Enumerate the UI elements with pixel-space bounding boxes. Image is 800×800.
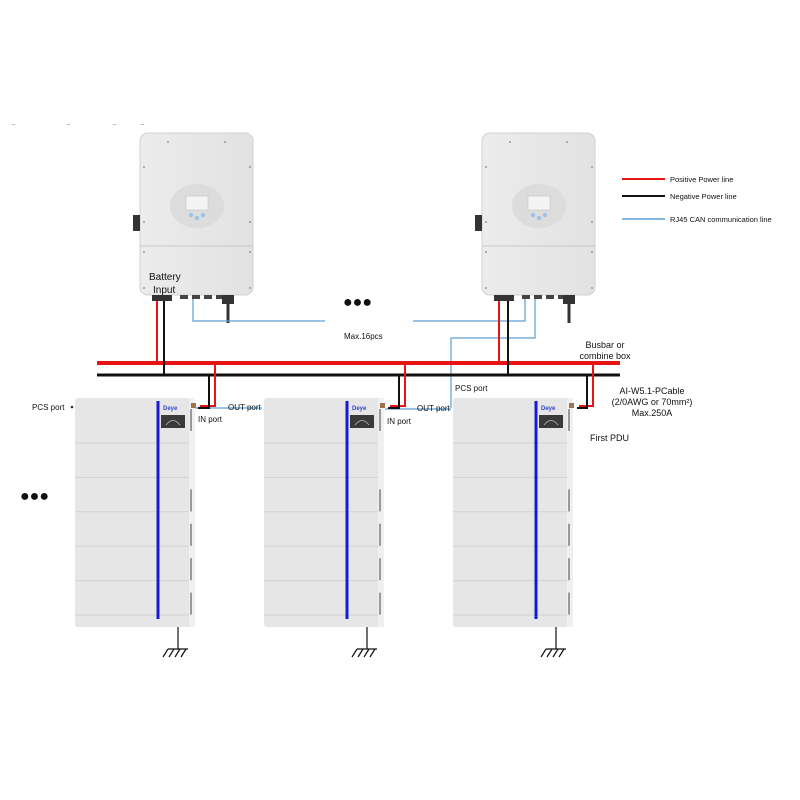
battery-input-label-2: Input (153, 285, 175, 296)
out-port-label-1: OUT port (228, 403, 262, 412)
ground-hatch (369, 648, 376, 658)
brand-logo: Deye (163, 406, 178, 412)
battery-side-rail (189, 398, 195, 627)
bms-gauge-icon (354, 420, 370, 426)
bms-gauge-icon (543, 420, 559, 426)
bms-gauge-icon (165, 420, 181, 426)
ground-hatch (174, 648, 181, 658)
bms-display (161, 415, 185, 428)
module-handle (379, 592, 381, 615)
battery-power-drops (198, 363, 594, 409)
inverter-2-screen (527, 195, 551, 211)
module-handle (568, 489, 570, 512)
busbar-label-1: Busbar or (585, 340, 624, 350)
cable-label-1: AI-W5.1-PCable (619, 386, 684, 396)
ground-hatch (363, 648, 370, 658)
battery-cabinet (264, 398, 384, 627)
battery-stack-3: Deye (453, 398, 574, 658)
battery-input-label-1: Battery (149, 272, 181, 283)
pcs-port-label-2: PCS port (455, 384, 488, 393)
bms-display (350, 415, 374, 428)
brand-logo: Deye (352, 406, 367, 412)
pcs-port-label-1: PCS port (32, 403, 65, 412)
module-handle (379, 558, 381, 581)
inverter-2-side-switch (475, 215, 482, 231)
module-handle (190, 523, 192, 546)
battery-stack-1: Deye (75, 398, 196, 658)
busbar-label-2: combine box (579, 351, 631, 361)
module-handle (379, 523, 381, 546)
module-handle (190, 489, 192, 512)
max-inverters-note: Max.16pcs (344, 332, 383, 341)
module-handle (379, 489, 381, 512)
legend-label-negative: Negative Power line (670, 192, 737, 201)
module-handle (190, 592, 192, 615)
module-handle (568, 409, 570, 431)
legend: Positive Power line Negative Power line … (622, 175, 772, 224)
power-terminal (380, 403, 385, 408)
inverter-ellipsis: ●●● (343, 294, 372, 311)
stray-marks (12, 124, 144, 125)
power-terminal (191, 403, 196, 408)
cable-label-3: Max.250A (632, 408, 673, 418)
power-terminal (569, 403, 574, 408)
ground-hatch (357, 648, 364, 658)
battery-stack-2: Deye (264, 398, 385, 658)
battery-side-rail (567, 398, 573, 627)
out-port-label-2: OUT port (417, 404, 451, 413)
cable-label-2: (2/0AWG or 70mm²) (612, 397, 693, 407)
in-port-label-2: IN port (387, 417, 412, 426)
inverter-2-battery-terminal (494, 295, 514, 301)
module-handle (190, 558, 192, 581)
ground-hatch (168, 648, 175, 658)
ground-hatch (180, 648, 187, 658)
module-handle (379, 409, 381, 431)
inverter-1-screen (185, 195, 209, 211)
ground-hatch (546, 648, 553, 658)
module-handle (568, 523, 570, 546)
in-port-label-1: IN port (198, 415, 223, 424)
ground-hatch (558, 648, 565, 658)
ground-hatch (552, 648, 559, 658)
first-pdu-label: First PDU (590, 433, 629, 443)
module-handle (568, 592, 570, 615)
inverter-2 (475, 132, 596, 323)
ground-hatch (540, 648, 547, 658)
brand-logo: Deye (541, 406, 556, 412)
module-handle (568, 558, 570, 581)
module-handle (190, 409, 192, 431)
inverter-power-drops (156, 301, 509, 375)
ground-hatch (351, 648, 358, 658)
battery-cabinet (75, 398, 195, 627)
inverter-1-side-switch (133, 215, 140, 231)
battery-ellipsis: ●●● (20, 488, 49, 505)
legend-label-communication: RJ45 CAN communication line (670, 215, 772, 224)
battery-cabinet (453, 398, 573, 627)
ground-hatch (162, 648, 169, 658)
legend-label-positive: Positive Power line (670, 175, 733, 184)
inverter-1-battery-terminal (152, 295, 172, 301)
inverter-1: Battery Input (133, 132, 254, 323)
bms-display (539, 415, 563, 428)
battery-side-rail (378, 398, 384, 627)
